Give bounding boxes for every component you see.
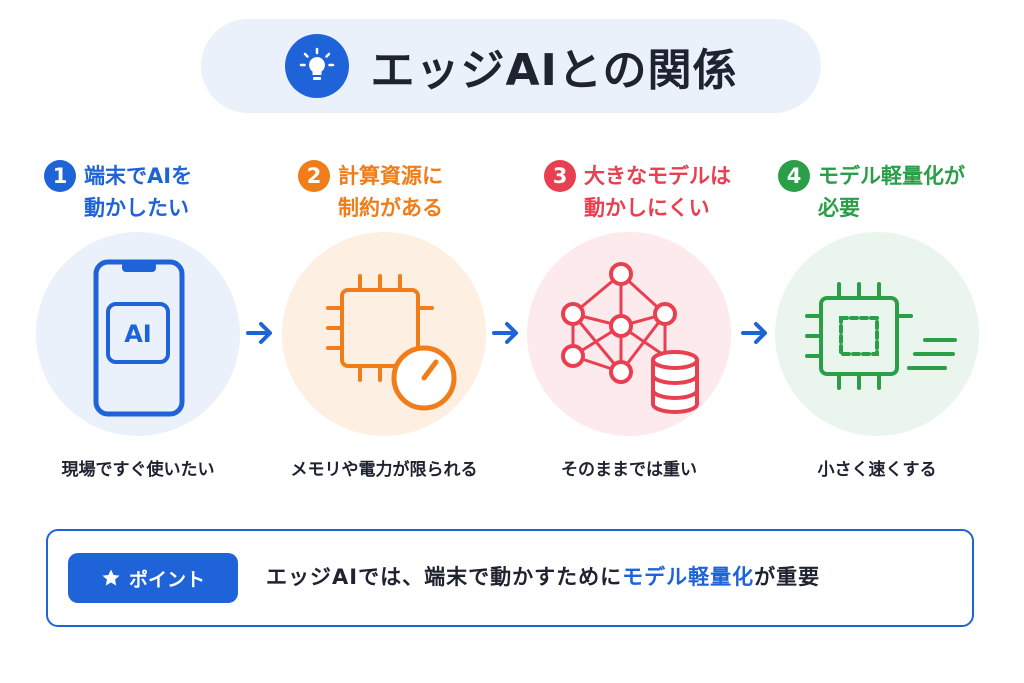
point-badge-label: ポイント bbox=[128, 568, 205, 591]
lightweight-chip-illustration bbox=[775, 232, 979, 436]
title-banner: エッジAIとの関係 bbox=[201, 19, 821, 113]
key-point-box: ポイント エッジAIでは、端末で動かすためにモデル軽量化が重要 bbox=[46, 529, 974, 627]
step-3-heading: 3 大きなモデルは 動かしにくい bbox=[544, 160, 731, 224]
neural-network-illustration bbox=[527, 232, 731, 436]
step-2-line2: 制約がある bbox=[338, 196, 443, 220]
lightbulb-icon bbox=[284, 34, 349, 98]
ai-chip-label: AI bbox=[124, 320, 152, 348]
point-text-after: が重要 bbox=[754, 565, 821, 589]
step-3-number: 3 bbox=[544, 160, 576, 192]
point-badge: ポイント bbox=[68, 553, 238, 603]
step-1-caption: 現場ですぐ使いたい bbox=[61, 460, 215, 480]
processor-gauge-illustration bbox=[282, 232, 486, 436]
point-text-before: エッジAIでは、端末で動かすために bbox=[266, 565, 623, 589]
neural-network-icon bbox=[561, 262, 699, 414]
step-4-line2: 必要 bbox=[818, 196, 860, 220]
database-icon bbox=[651, 350, 699, 414]
arrow-right-icon bbox=[246, 322, 272, 344]
step-4-number: 4 bbox=[778, 160, 810, 192]
point-highlight: モデル軽量化 bbox=[622, 565, 755, 589]
step-2-line1: 計算資源に bbox=[338, 164, 443, 188]
step-2-number: 2 bbox=[298, 160, 330, 192]
arrow-right-icon bbox=[741, 322, 767, 344]
step-1-number: 1 bbox=[44, 160, 76, 192]
step-1-heading: 1 端末でAIを 動かしたい bbox=[44, 160, 192, 224]
step-4-caption: 小さく速くする bbox=[817, 460, 937, 480]
step-4-line1: モデル軽量化が bbox=[818, 164, 965, 188]
step-1-line1: 端末でAIを bbox=[84, 164, 193, 188]
arrow-right-icon bbox=[492, 322, 518, 344]
cpu-gauge-icon bbox=[326, 274, 457, 411]
page-title: エッジAIとの関係 bbox=[370, 45, 738, 96]
step-2-heading: 2 計算資源に 制約がある bbox=[298, 160, 443, 224]
step-2-caption: メモリや電力が限られる bbox=[290, 460, 478, 480]
step-1-line2: 動かしたい bbox=[84, 196, 189, 220]
step-4-heading: 4 モデル軽量化が 必要 bbox=[778, 160, 965, 224]
smartphone-icon: AI bbox=[93, 259, 185, 417]
point-text: エッジAIでは、端末で動かすためにモデル軽量化が重要 bbox=[266, 561, 820, 591]
step-3-caption: そのままでは重い bbox=[561, 460, 697, 480]
step-3-line2: 動かしにくい bbox=[584, 196, 710, 220]
fast-chip-icon bbox=[805, 282, 957, 390]
smartphone-illustration: AI bbox=[36, 232, 240, 436]
star-icon bbox=[102, 569, 120, 586]
step-3-line1: 大きなモデルは bbox=[584, 164, 731, 188]
